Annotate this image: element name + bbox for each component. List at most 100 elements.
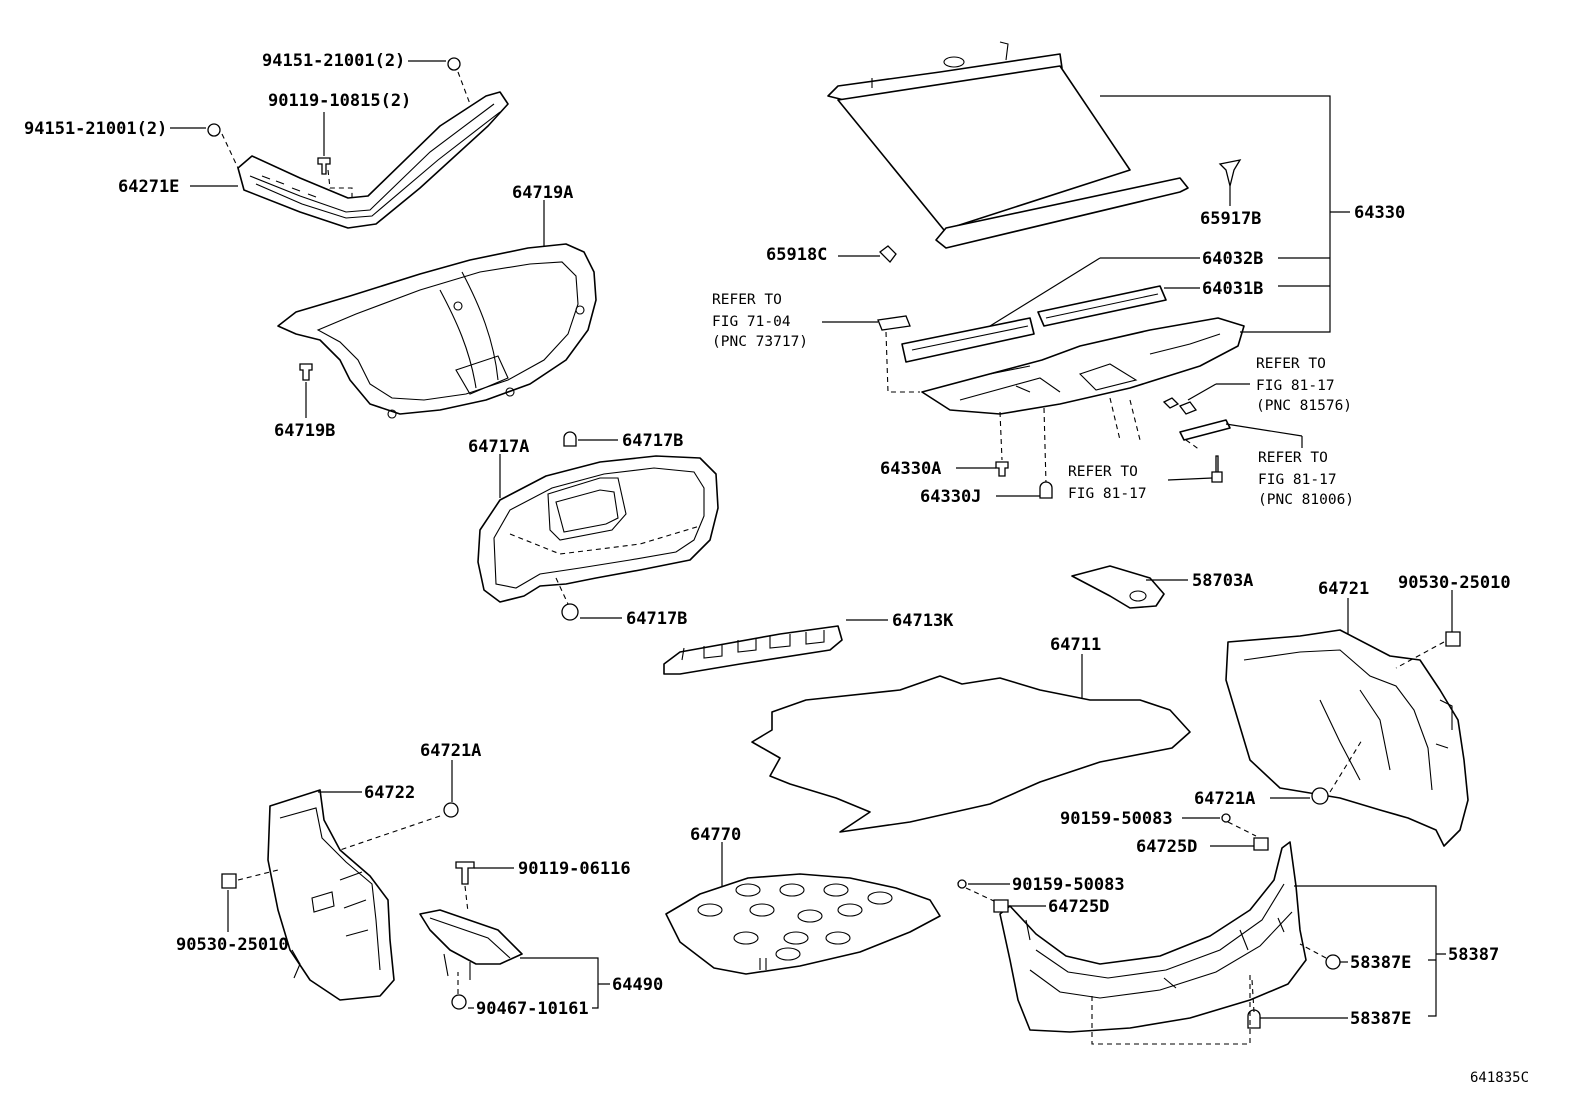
part-58703A-drawing [1071,565,1165,609]
callout-90467-10161: 90467-10161 [476,999,589,1019]
callout-64719A: 64719A [512,183,573,203]
dash-64271E-b [457,71,471,105]
ref-fig8117-81576-line2: FIG 81-17 [1256,378,1335,394]
dash-90530-left [237,869,279,881]
callout-64711: 64711 [1050,635,1101,655]
part-65918C-drawing [879,245,897,263]
callout-94151-21001-top: 94151-21001(2) [262,51,405,71]
callout-64330A: 64330A [880,459,941,479]
clip-64725D-b [993,899,1009,913]
ref-fig8117-81006-line2: FIG 81-17 [1258,472,1337,488]
fastener-64717B-top [563,431,577,447]
dash-64271E-a [221,133,239,169]
bracket-58387 [1294,885,1446,1017]
callout-58387E-b: 58387E [1350,1009,1411,1029]
part-64713K-drawing [663,625,843,675]
part-65917B-drawing [1218,159,1242,187]
part-64719A-drawing [277,243,597,419]
callout-64717B-top: 64717B [622,431,683,451]
fastener-90159-a [1221,813,1231,823]
fastener-94151-a [447,57,461,71]
fastener-90159-b [957,879,967,889]
dash-64717B-bottom [555,577,569,605]
callout-94151-21001-left: 94151-21001(2) [24,119,167,139]
dash-58387E-a [1299,943,1327,959]
part-64490-drawing [419,909,523,980]
fastener-94151-b [207,123,221,137]
dash-90530-right [1395,641,1445,669]
callout-58387E-a: 58387E [1350,953,1411,973]
leader-64032B [989,257,1101,327]
callout-64725D-a: 64725D [1136,837,1197,857]
fastener-64721A-left [443,802,459,818]
fastener-90467-10161 [451,994,467,1010]
callout-58387: 58387 [1448,945,1499,965]
dash-90159-b [965,887,997,903]
callout-64713K: 64713K [892,611,954,631]
callout-90159-50083-b: 90159-50083 [1012,875,1125,895]
callout-64271E: 64271E [118,177,179,197]
callout-90119-10815: 90119-10815(2) [268,91,411,111]
fastener-90119-10815 [317,157,331,175]
part-81006-drawing [1179,419,1231,441]
part-64711-drawing [751,675,1191,833]
bracket-64330 [1100,95,1350,333]
dash-package-tray-right [1109,397,1141,441]
callout-90530-25010-right: 90530-25010 [1398,573,1511,593]
callout-64330: 64330 [1354,203,1405,223]
fastener-58387E-b [1247,1009,1261,1029]
dash-64721A-right [1329,739,1363,793]
callout-90530-25010-left: 90530-25010 [176,935,289,955]
fastener-64717B-bottom [561,603,579,621]
callout-64721A-right: 64721A [1194,789,1255,809]
callout-65918C: 65918C [766,245,827,265]
part-58387-drawing [999,841,1307,1033]
bracket-64490 [520,957,610,1009]
part-64721-drawing [1225,629,1469,847]
callout-64770: 64770 [690,825,741,845]
ref-fig7104-line2: FIG 71-04 [712,314,791,330]
clip-90530-left [221,873,237,889]
dash-64330J [1043,407,1047,485]
dash-90159-a [1227,821,1257,837]
dash-64271E-c [327,169,353,200]
ref-fig8117-81576-line1: REFER TO [1256,356,1326,372]
fastener-64719B [299,363,313,381]
connector-81576 [1162,397,1198,415]
part-64717A-drawing [477,455,719,603]
ref-fig8117-mid-line2: FIG 81-17 [1068,486,1147,502]
ref-fig8117-81006-line1: REFER TO [1258,450,1328,466]
clip-64725D-a [1253,837,1269,851]
ref-fig7104-line1: REFER TO [712,292,782,308]
callout-58703A: 58703A [1192,571,1253,591]
dash-90119-06116 [464,885,469,913]
part-64271E-drawing [237,91,509,229]
fastener-90119-06116 [455,861,475,885]
clip-fig7104 [877,315,911,331]
callout-64490: 64490 [612,975,663,995]
callout-64721: 64721 [1318,579,1369,599]
fastener-64330J [1039,481,1053,499]
dash-64721A-left [339,815,441,851]
dash-64330A [999,411,1003,461]
part-64330-drawing [827,41,1245,415]
callout-64717A: 64717A [468,437,529,457]
clip-90530-right [1445,631,1461,647]
part-64770-drawing [665,873,941,975]
ref-fig8117-mid-line1: REFER TO [1068,464,1138,480]
leader-fig8117-mid [1167,477,1213,481]
dash-fig7104 [885,331,920,393]
ref-fig7104-line3: (PNC 73717) [712,334,808,350]
callout-90159-50083-a: 90159-50083 [1060,809,1173,829]
leader-fig8117-81576 [1187,383,1217,401]
callout-65917B: 65917B [1200,209,1261,229]
callout-64717B-bottom: 64717B [626,609,687,629]
callout-64721A-left: 64721A [420,741,481,761]
ref-fig8117-81006-line3: (PNC 81006) [1258,492,1354,508]
fastener-58387E-a [1325,954,1341,970]
callout-90119-06116: 90119-06116 [518,859,631,879]
fastener-64721A-right [1311,787,1329,805]
callout-64725D-b: 64725D [1048,897,1109,917]
callout-64032B: 64032B [1202,249,1263,269]
